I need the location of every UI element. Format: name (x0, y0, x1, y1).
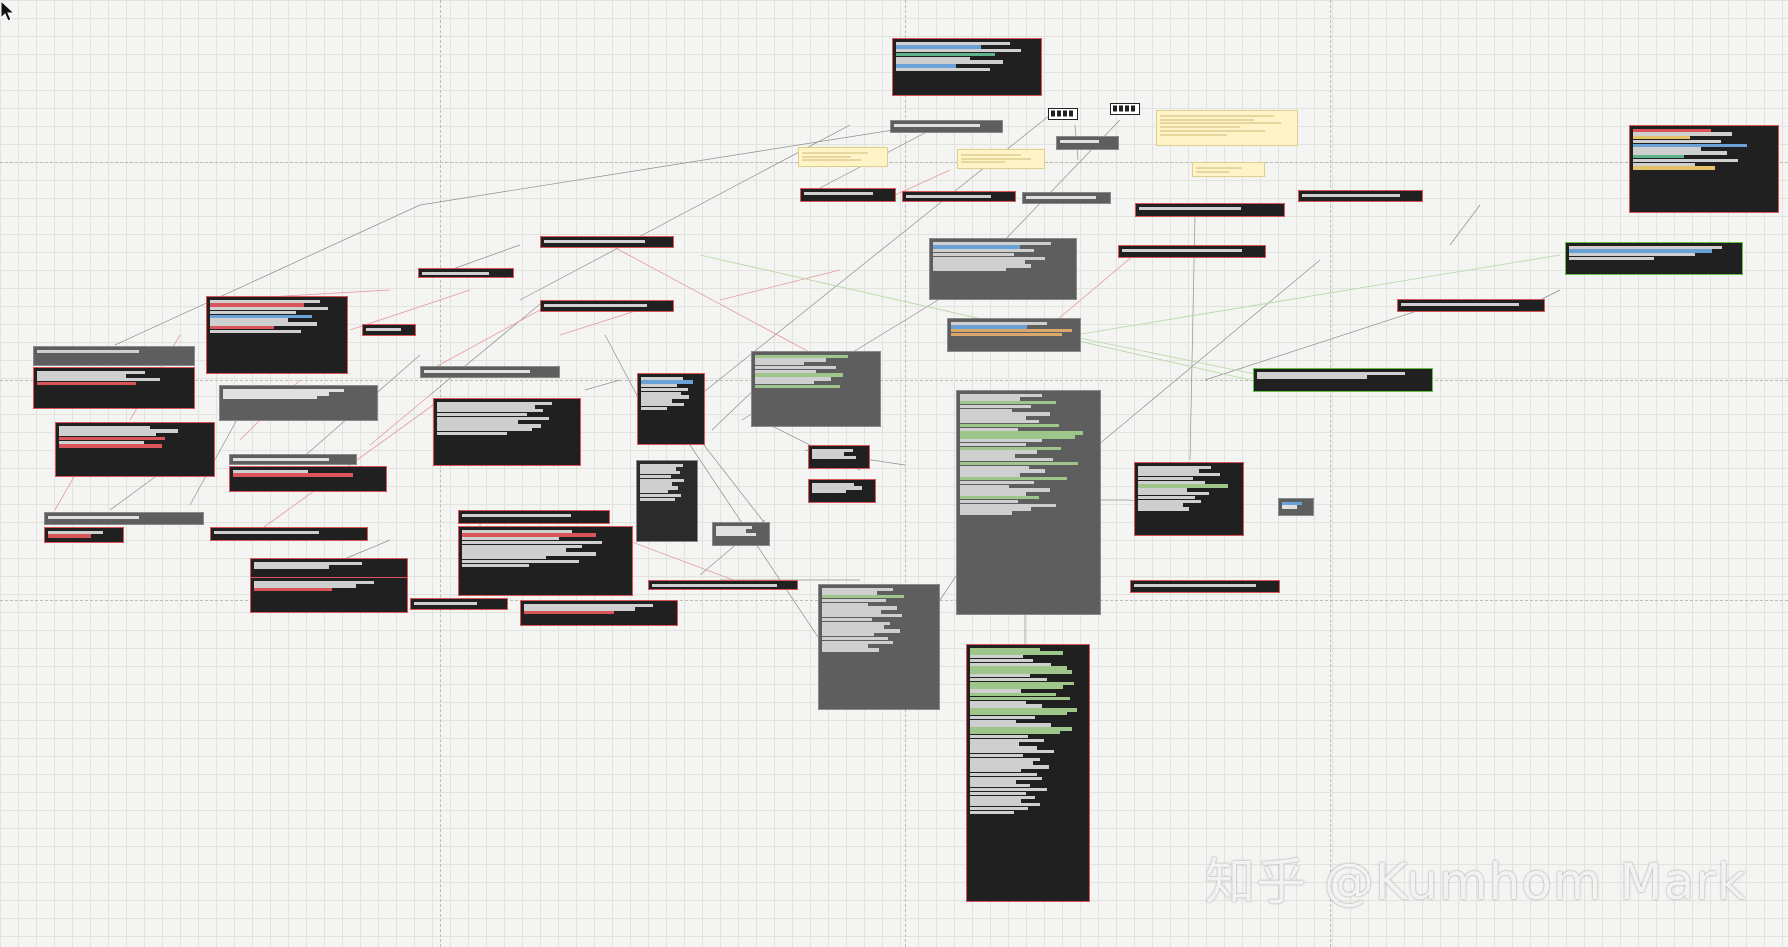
code-node[interactable] (540, 236, 674, 248)
code-node[interactable] (362, 324, 416, 336)
code-node[interactable] (44, 512, 204, 525)
code-node[interactable] (1135, 203, 1285, 217)
memory-block-icon (1110, 103, 1140, 115)
code-node[interactable] (420, 366, 560, 378)
code-node[interactable] (648, 580, 798, 590)
code-node[interactable] (1118, 245, 1266, 258)
code-node[interactable] (33, 367, 195, 409)
code-node[interactable] (458, 510, 610, 524)
sticky-note (1192, 162, 1265, 177)
memory-block-icon (1048, 108, 1078, 120)
code-node[interactable] (1629, 125, 1779, 213)
code-node[interactable] (966, 644, 1090, 902)
code-node[interactable] (206, 296, 348, 374)
code-node[interactable] (44, 527, 124, 543)
code-node[interactable] (712, 522, 770, 546)
highlighted-node[interactable] (1253, 368, 1433, 392)
code-node[interactable] (1298, 190, 1423, 202)
section-guide (1330, 0, 1331, 947)
code-node[interactable] (229, 466, 387, 492)
code-node[interactable] (1278, 498, 1314, 516)
code-node[interactable] (210, 527, 368, 541)
code-node[interactable] (418, 268, 514, 278)
code-node[interactable] (947, 318, 1081, 352)
code-node[interactable] (229, 454, 357, 465)
code-node[interactable] (818, 584, 940, 710)
code-node[interactable] (929, 238, 1077, 300)
section-guide (905, 0, 906, 947)
code-node[interactable] (540, 300, 674, 312)
code-node[interactable] (637, 373, 705, 445)
code-node[interactable] (1056, 136, 1119, 150)
code-node[interactable] (902, 191, 1016, 202)
code-node[interactable] (751, 351, 881, 427)
code-node[interactable] (410, 598, 508, 610)
code-node[interactable] (520, 600, 678, 626)
code-node[interactable] (1397, 299, 1545, 312)
code-node[interactable] (250, 558, 408, 578)
code-node[interactable] (458, 526, 633, 596)
code-node[interactable] (892, 38, 1042, 96)
section-guide (0, 162, 1788, 163)
code-node[interactable] (219, 385, 378, 421)
section-guide (0, 380, 1788, 381)
code-node[interactable] (808, 445, 870, 469)
code-node[interactable] (1134, 462, 1244, 536)
code-node[interactable] (956, 390, 1101, 615)
sticky-note (798, 147, 888, 167)
code-node[interactable] (1130, 580, 1280, 593)
highlighted-node[interactable] (1565, 242, 1743, 275)
code-node[interactable] (33, 346, 195, 366)
code-node[interactable] (890, 120, 1003, 133)
sticky-note (1156, 110, 1298, 146)
code-node[interactable] (636, 460, 698, 542)
section-guide (440, 0, 441, 947)
arrow-cursor-icon (0, 0, 16, 22)
sticky-note (957, 149, 1045, 169)
code-node[interactable] (250, 577, 408, 613)
watermark: 知乎 @Kumhom Mark (1205, 853, 1747, 911)
code-node[interactable] (55, 422, 215, 477)
code-node[interactable] (1022, 192, 1111, 204)
code-node[interactable] (433, 398, 581, 466)
code-node[interactable] (808, 479, 876, 503)
code-node[interactable] (800, 188, 896, 202)
